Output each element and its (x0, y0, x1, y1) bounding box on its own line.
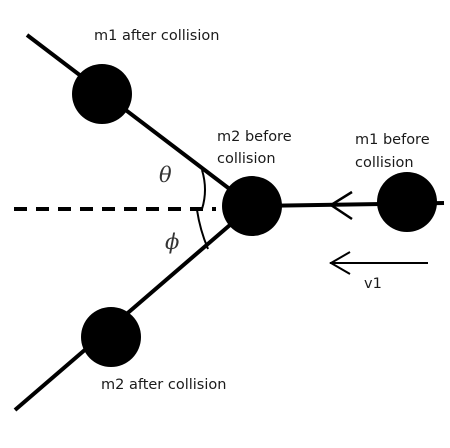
m1-after-label: m1 after collision (94, 28, 219, 44)
m2-after-collision-ball (81, 307, 141, 367)
m1-before-collision-ball (377, 172, 437, 232)
incoming-arrowhead (328, 190, 353, 221)
phi-label: ϕ (165, 230, 179, 254)
velocity-label: v1 (364, 276, 382, 292)
theta-angle-arc (201, 169, 206, 210)
m2-before-label-line2: collision (217, 151, 276, 167)
velocity-arrowhead (329, 251, 351, 275)
m2-outgoing-path (13, 204, 254, 412)
phi-angle-arc (196, 209, 209, 250)
m2-before-label-line1: m2 before (217, 129, 292, 145)
m2-after-label: m2 after collision (101, 377, 226, 393)
theta-label: θ (159, 163, 172, 187)
m1-before-label-line2: collision (355, 155, 414, 171)
m1-before-label-line1: m1 before (355, 132, 430, 148)
m1-after-collision-ball (72, 64, 132, 124)
m1-outgoing-path (25, 33, 254, 208)
m2-before-collision-ball (222, 176, 282, 236)
